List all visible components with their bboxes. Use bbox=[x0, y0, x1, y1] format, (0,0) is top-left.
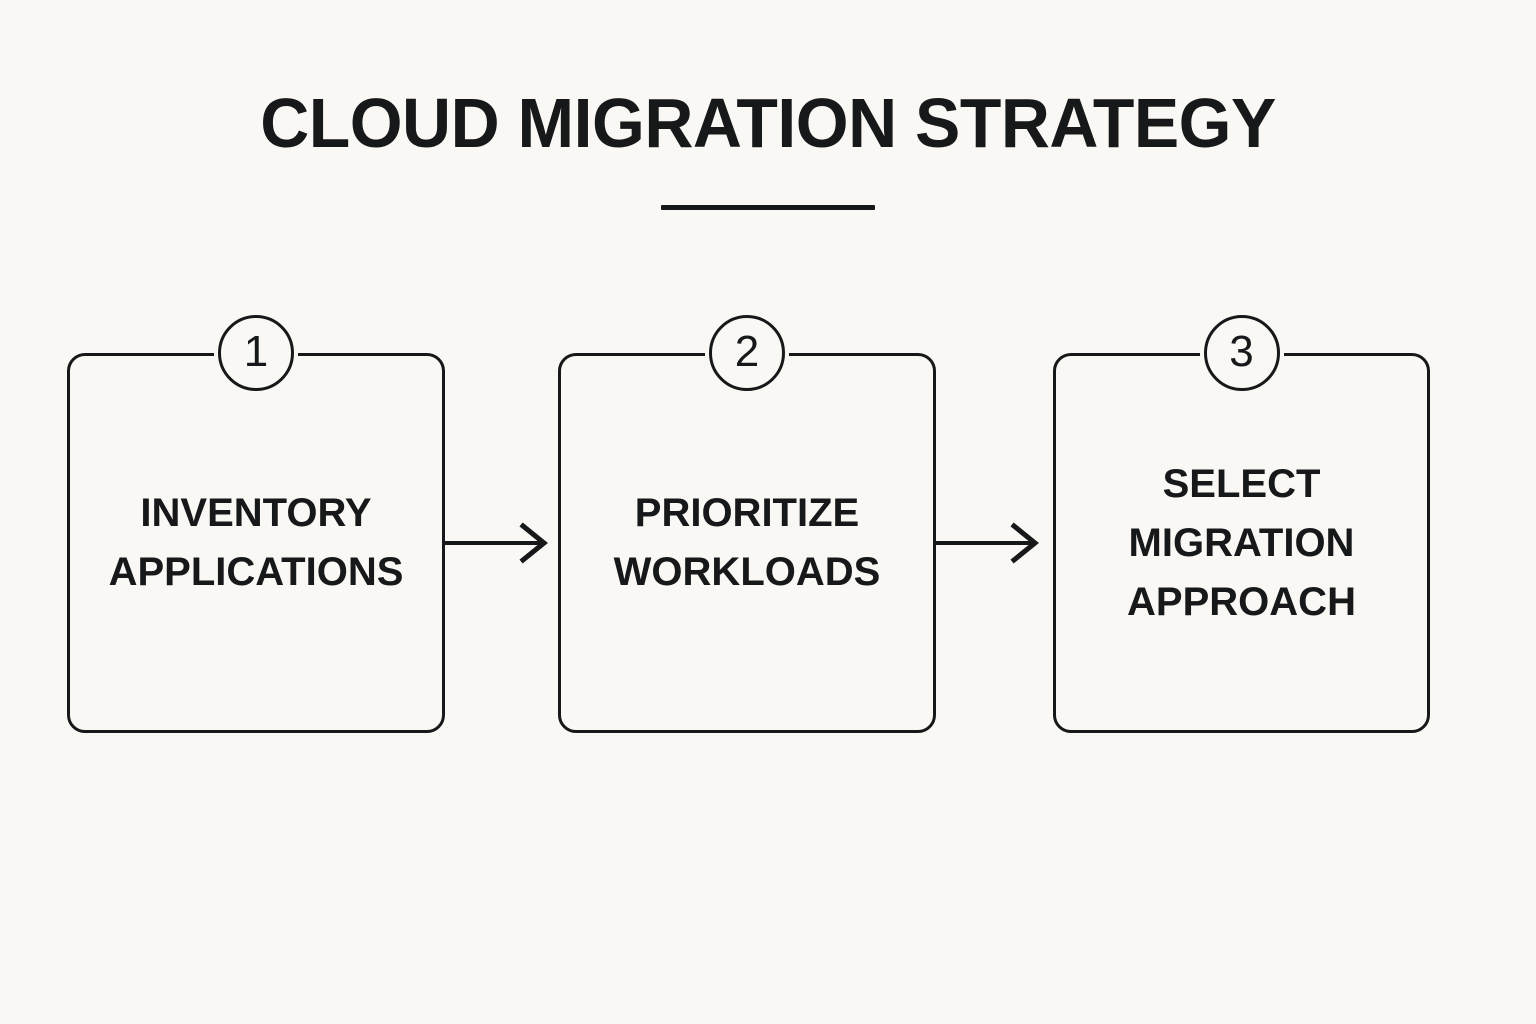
step-1-label: INVENTORY APPLICATIONS bbox=[108, 491, 404, 594]
step-3-number: 3 bbox=[1229, 327, 1254, 376]
arrow-right-icon bbox=[443, 522, 548, 564]
step-1-number-badge: 1 bbox=[218, 315, 294, 391]
step-3-label: SELECT MIGRATION APPROACH bbox=[1127, 461, 1356, 624]
page-title: CLOUD MIGRATION STRATEGY bbox=[260, 84, 1276, 162]
step-3-body: SELECT MIGRATION APPROACH bbox=[1053, 353, 1430, 733]
connector-arrow-2 bbox=[934, 520, 1040, 566]
step-1-number: 1 bbox=[243, 327, 269, 376]
process-step-2[interactable]: 2 PRIORITIZE WORKLOADS bbox=[558, 315, 936, 733]
step-3-number-badge: 3 bbox=[1203, 315, 1280, 391]
step-2-label: PRIORITIZE WORKLOADS bbox=[613, 491, 881, 594]
title-underline-rule bbox=[661, 205, 875, 210]
process-step-3[interactable]: 3 SELECT MIGRATION APPROACH bbox=[1053, 315, 1430, 733]
step-2-number-badge: 2 bbox=[709, 315, 785, 391]
step-2-number: 2 bbox=[734, 327, 760, 376]
connector-arrow-1 bbox=[443, 520, 549, 566]
arrow-right-icon bbox=[934, 522, 1039, 564]
step-1-body: INVENTORY APPLICATIONS bbox=[67, 353, 445, 733]
step-2-body: PRIORITIZE WORKLOADS bbox=[558, 353, 936, 733]
process-step-1[interactable]: 1 INVENTORY APPLICATIONS bbox=[67, 315, 445, 733]
title-block: CLOUD MIGRATION STRATEGY bbox=[0, 88, 1536, 210]
